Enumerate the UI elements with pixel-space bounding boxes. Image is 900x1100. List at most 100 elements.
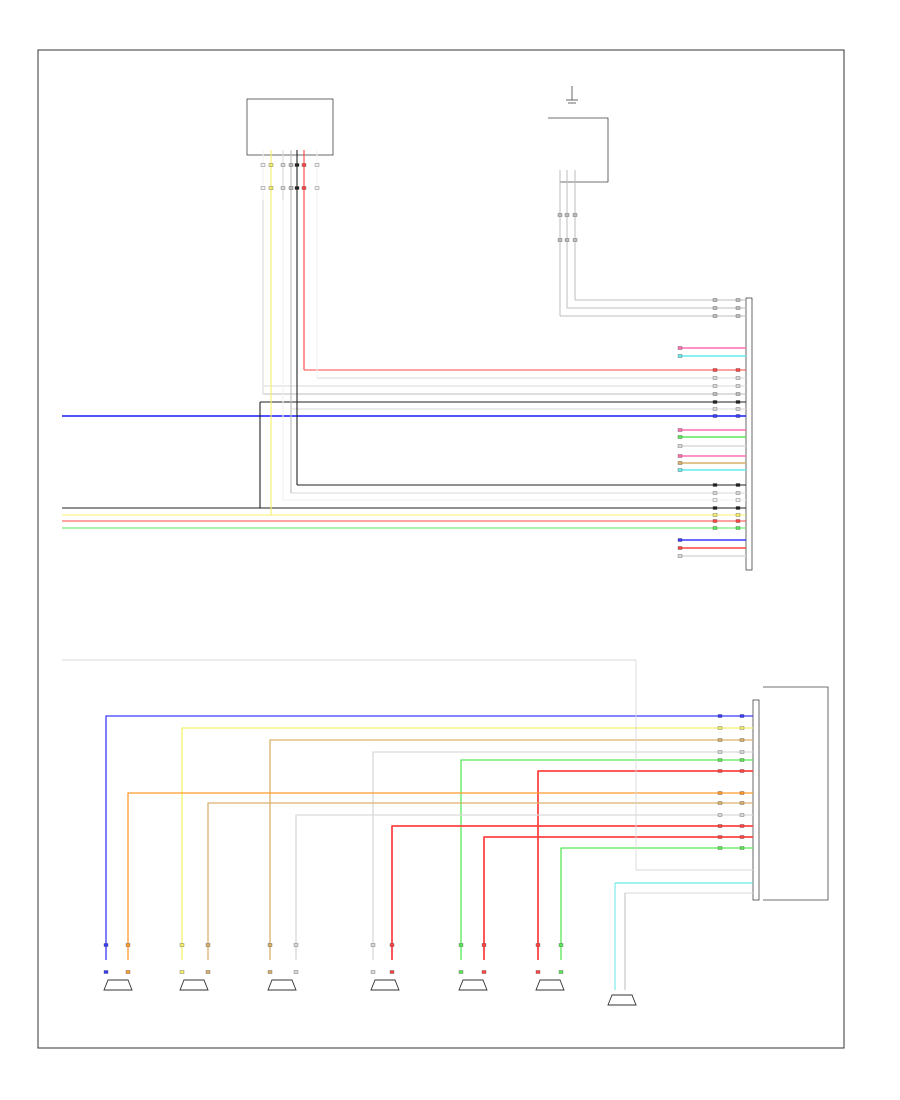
amplifier-speaker-wire [372, 751, 753, 960]
speaker-wire-marker [558, 970, 564, 974]
speaker-wire-marker [535, 970, 541, 974]
audio-unit-wire-marker [735, 306, 741, 310]
audio-unit-stub-marker [677, 468, 683, 472]
speaker-symbol [179, 979, 209, 991]
audio-unit-wire-marker [735, 513, 741, 517]
amplifier-wire-marker [717, 835, 723, 839]
audio-unit-wire-marker [712, 506, 718, 510]
speaker-wire-marker [458, 943, 464, 947]
amplifier-wire-marker [717, 758, 723, 762]
speaker-symbol [103, 979, 133, 991]
audio-unit-wire-marker [712, 298, 718, 302]
speaker-wire-marker [535, 943, 541, 947]
speaker-wire-marker [293, 943, 299, 947]
audio-unit-wire-marker [712, 491, 718, 495]
audio-unit-wire-marker [735, 392, 741, 396]
antenna-wire-marker [564, 238, 570, 242]
speaker-wire-marker [125, 943, 131, 947]
amplifier-wire-marker [739, 769, 745, 773]
amplifier-wire-marker [717, 738, 723, 742]
component-group [103, 979, 637, 1006]
audio-unit-wire-marker [712, 400, 718, 404]
speaker-wire-marker [205, 943, 211, 947]
audio-unit-wire-marker [712, 384, 718, 388]
speaker-wire-marker [293, 970, 299, 974]
antenna-wire-marker [564, 213, 570, 217]
ground-symbol [566, 86, 578, 104]
audio-unit-wire-marker [735, 298, 741, 302]
audio-unit-stub-marker [677, 554, 683, 558]
amplifier-outline [763, 686, 829, 901]
audio-unit-stub-marker [677, 346, 683, 350]
amplifier-speaker-wire [269, 739, 753, 960]
audio-unit-wire-marker [712, 498, 718, 502]
harness-drop-marker [268, 186, 274, 190]
amplifier-power-wire [62, 659, 753, 871]
harness-drop-marker [301, 186, 307, 190]
audio-unit-wire-marker [735, 506, 741, 510]
amplifier-wire-marker [717, 791, 723, 795]
speaker-symbol [535, 979, 565, 991]
speaker-wire-marker [103, 970, 109, 974]
audio-unit-wire-marker [735, 491, 741, 495]
harness-drop-marker [314, 163, 320, 167]
audio-unit-wire-marker [712, 306, 718, 310]
speaker-wire-marker [125, 970, 131, 974]
audio-unit-wire-marker [735, 407, 741, 411]
subwoofer-symbol [607, 994, 637, 1006]
top-harness-connector [246, 98, 334, 156]
audio-unit-wire-marker [712, 376, 718, 380]
speaker-wire-marker [179, 943, 185, 947]
amplifier-connector [752, 699, 760, 901]
speaker-wire-marker [370, 970, 376, 974]
speaker-wire-marker [267, 970, 273, 974]
antenna-wire-marker [557, 213, 563, 217]
speaker-wire-marker [481, 970, 487, 974]
amplifier-wire-marker [717, 824, 723, 828]
amplifier-speaker-wire [105, 715, 753, 960]
speaker-wire-marker [179, 970, 185, 974]
audio-unit-wire-marker [735, 384, 741, 388]
amplifier-speaker-wire [181, 727, 753, 960]
audio-unit-wire-marker [712, 407, 718, 411]
amplifier-wire-marker [739, 835, 745, 839]
audio-unit-wire-marker [735, 519, 741, 523]
amplifier-wire-marker [717, 846, 723, 850]
audio-unit-wire-marker [735, 414, 741, 418]
amplifier-wire-marker [717, 813, 723, 817]
speaker-wire-marker [389, 970, 395, 974]
amplifier-wire-marker [739, 846, 745, 850]
speaker-symbol [458, 979, 488, 991]
amplifier-wire-marker [717, 726, 723, 730]
harness-drop-marker [260, 163, 266, 167]
speaker-wire-marker [205, 970, 211, 974]
speaker-wire-marker [267, 943, 273, 947]
amplifier-wire-marker [739, 750, 745, 754]
antenna-wire-marker [572, 238, 578, 242]
speaker-wire-marker [558, 943, 564, 947]
amplifier-wire-marker [717, 801, 723, 805]
harness-drop-marker [268, 163, 274, 167]
amplifier-wire-marker [739, 738, 745, 742]
amplifier-wire-marker [739, 714, 745, 718]
harness-drop-marker [301, 163, 307, 167]
audio-unit-wire-marker [712, 519, 718, 523]
amplifier-speaker-wire [295, 814, 753, 960]
audio-unit-wire-marker [712, 526, 718, 530]
amplifier-speaker-wire [391, 825, 753, 960]
amplifier-wire-marker [739, 824, 745, 828]
amplifier-wire-marker [739, 801, 745, 805]
speaker-wire-marker [370, 943, 376, 947]
harness-drop-marker [288, 186, 294, 190]
speaker-symbol [370, 979, 400, 991]
audio-unit-wire-marker [712, 513, 718, 517]
amplifier-speaker-wire [460, 759, 753, 960]
amplifier-speaker-wire [207, 802, 753, 960]
audio-unit-wire-marker [735, 483, 741, 487]
amplifier-speaker-wire [537, 770, 753, 960]
audio-unit-stub-marker [677, 428, 683, 432]
amplifier-wire-marker [739, 758, 745, 762]
harness-drop-marker [294, 163, 300, 167]
speaker-wire-marker [481, 943, 487, 947]
speaker-wire-marker [389, 943, 395, 947]
